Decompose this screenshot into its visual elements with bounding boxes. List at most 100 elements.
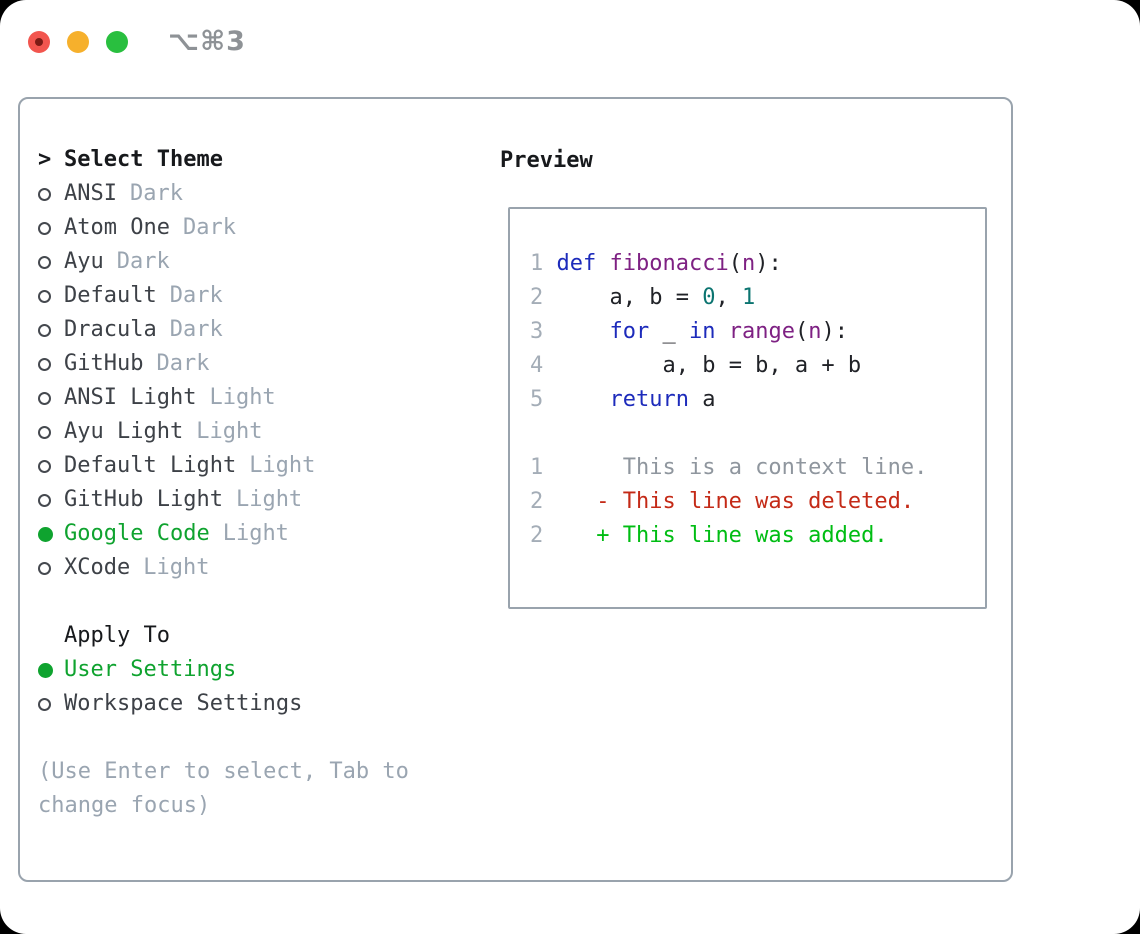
code-token: range xyxy=(728,319,795,344)
radio-icon xyxy=(38,187,51,201)
theme-option-default-light-light[interactable]: Default Light Light xyxy=(38,449,409,483)
theme-list-header: >Select Theme xyxy=(38,143,409,177)
code-line: 4 a, b = b, a + b xyxy=(530,349,985,383)
code-line: 2 - This line was deleted. xyxy=(530,485,985,519)
help-text-line2: change focus) xyxy=(38,793,211,818)
theme-option-label: GitHub xyxy=(64,351,144,376)
line-number: 2 xyxy=(530,523,544,548)
radio-icon xyxy=(38,425,51,439)
apply-option-workspace-settings[interactable]: Workspace Settings xyxy=(38,687,409,721)
line-number: 2 xyxy=(530,489,544,514)
theme-option-label: ANSI xyxy=(64,181,117,206)
spacer-row xyxy=(38,585,409,619)
spacer-row xyxy=(38,721,409,755)
radio-icon xyxy=(38,323,51,337)
help-text-line1: (Use Enter to select, Tab to xyxy=(38,759,409,784)
line-number: 5 xyxy=(530,387,544,412)
code-token: - This line was deleted. xyxy=(596,489,915,514)
code-token xyxy=(596,251,609,276)
theme-variant-badge: Light xyxy=(196,419,263,444)
code-token: , xyxy=(715,285,742,310)
theme-option-xcode-light[interactable]: XCode Light xyxy=(38,551,409,585)
preview-heading: Preview xyxy=(500,147,593,173)
theme-option-label: Ayu xyxy=(64,249,104,274)
theme-option-ayu-light-light[interactable]: Ayu Light Light xyxy=(38,415,409,449)
theme-option-dracula-dark[interactable]: Dracula Dark xyxy=(38,313,409,347)
code-token: fibonacci xyxy=(609,251,729,276)
minimize-button[interactable] xyxy=(67,30,89,53)
theme-option-label: Ayu Light xyxy=(64,419,184,444)
code-token: 0 xyxy=(702,285,716,310)
radio-icon xyxy=(38,221,51,235)
theme-variant-badge: Light xyxy=(235,487,303,512)
code-token: def xyxy=(556,251,597,276)
line-number: 1 xyxy=(530,455,544,480)
apply-option-label: Workspace Settings xyxy=(64,691,303,716)
theme-option-label: Dracula xyxy=(64,317,157,342)
code-token: a xyxy=(688,387,716,412)
close-button[interactable] xyxy=(28,30,50,53)
window-title: ⌥⌘3 xyxy=(168,26,246,57)
code-line: 5 return a xyxy=(530,383,985,417)
focus-caret-icon: > xyxy=(38,147,52,172)
code-line: 3 for _ in range(n): xyxy=(530,315,985,349)
code-blank-line xyxy=(530,417,985,451)
code-token: 1 xyxy=(741,285,756,310)
theme-variant-badge: Light xyxy=(143,555,210,580)
code-token: a, b = b, a + b xyxy=(662,353,862,378)
theme-option-label: GitHub Light xyxy=(64,487,223,512)
code-token: + This line was added. xyxy=(596,523,888,548)
code-line: 1 def fibonacci(n): xyxy=(530,247,985,281)
code-token: in xyxy=(688,319,716,344)
radio-icon xyxy=(38,255,51,269)
code-token: for xyxy=(609,319,650,344)
theme-option-label: XCode xyxy=(64,555,131,580)
titlebar: ⌥⌘3 xyxy=(28,26,246,57)
theme-option-label: Google Code xyxy=(64,521,210,546)
theme-option-google-code-light[interactable]: Google Code Light xyxy=(38,517,409,551)
theme-option-ayu-dark[interactable]: Ayu Dark xyxy=(38,245,409,279)
line-number: 4 xyxy=(530,353,544,378)
code-token: ): xyxy=(755,251,782,276)
radio-icon xyxy=(38,697,51,711)
theme-option-label: Default Light xyxy=(64,453,237,478)
line-number: 3 xyxy=(530,319,544,344)
radio-selected-icon xyxy=(38,662,53,678)
radio-icon xyxy=(38,459,51,473)
theme-variant-badge: Dark xyxy=(116,249,170,274)
code-token: n xyxy=(741,251,756,276)
theme-variant-badge: Dark xyxy=(156,351,210,376)
code-line: 2 + This line was added. xyxy=(530,519,985,553)
radio-icon xyxy=(38,357,51,371)
code-line: 2 a, b = 0, 1 xyxy=(530,281,985,315)
radio-icon xyxy=(38,391,51,405)
code-token: n xyxy=(808,319,822,344)
theme-option-github-dark[interactable]: GitHub Dark xyxy=(38,347,409,381)
apply-to-header: Apply To xyxy=(38,619,409,653)
theme-variant-badge: Dark xyxy=(169,317,223,342)
maximize-button[interactable] xyxy=(106,30,128,53)
theme-option-github-light-light[interactable]: GitHub Light Light xyxy=(38,483,409,517)
code-line: 1 This is a context line. xyxy=(530,451,985,485)
apply-option-user-settings[interactable]: User Settings xyxy=(38,653,409,687)
theme-variant-badge: Light xyxy=(209,385,276,410)
code-token: ( xyxy=(728,251,742,276)
code-token: ): xyxy=(821,319,848,344)
radio-icon xyxy=(38,561,51,575)
theme-variant-badge: Light xyxy=(222,521,289,546)
code-token: _ xyxy=(649,319,689,344)
radio-icon xyxy=(38,289,51,303)
apply-option-label: User Settings xyxy=(64,657,237,682)
code-token: This is a context line. xyxy=(622,455,928,480)
theme-variant-badge: Light xyxy=(249,453,316,478)
radio-selected-icon xyxy=(38,526,53,542)
